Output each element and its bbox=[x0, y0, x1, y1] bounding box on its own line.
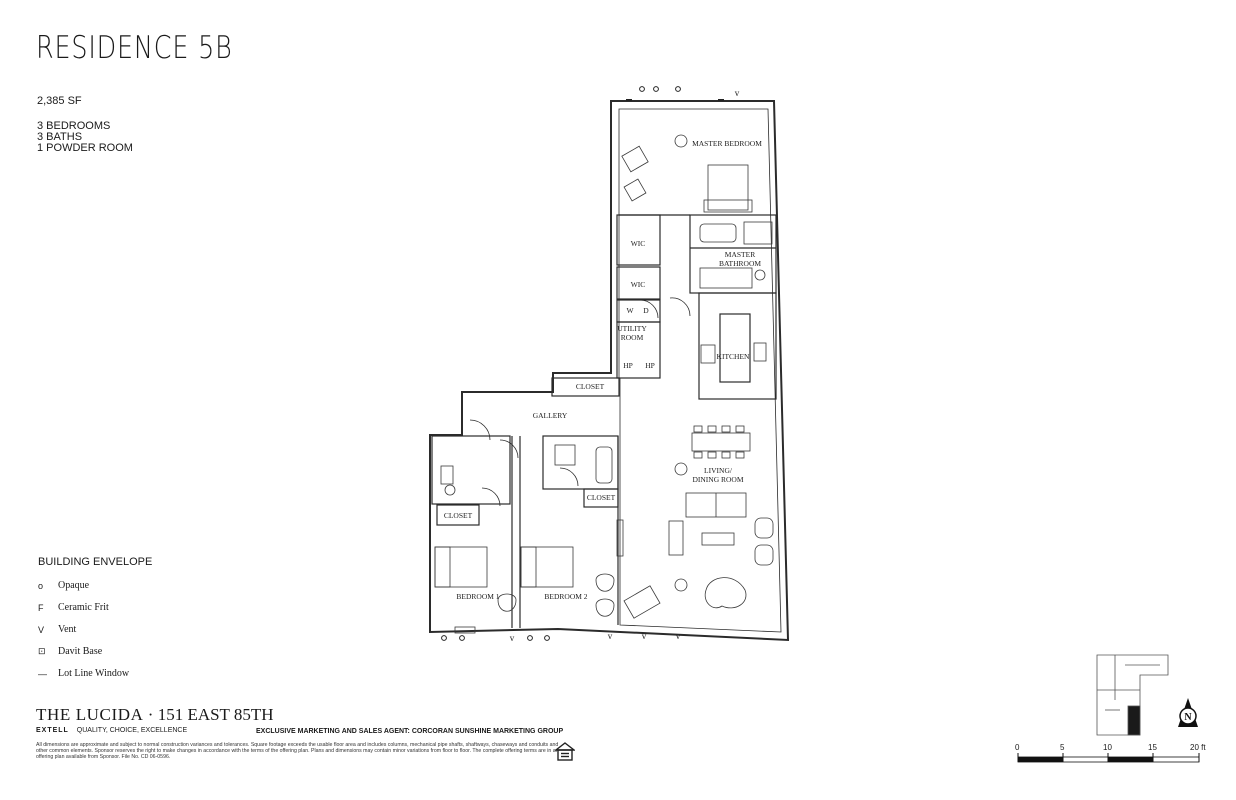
residence-title: RESIDENCE 5B bbox=[36, 30, 233, 66]
opaque-marker bbox=[441, 635, 447, 641]
brand-address: 151 EAST 85TH bbox=[157, 705, 274, 724]
exterior-wall bbox=[429, 100, 790, 642]
key-plan bbox=[1096, 654, 1169, 736]
utility-room bbox=[616, 321, 661, 379]
bed-1 bbox=[434, 546, 488, 588]
opaque-marker bbox=[675, 86, 681, 92]
lot-line-window-icon: — bbox=[38, 668, 47, 679]
opaque-marker bbox=[653, 86, 659, 92]
room-label-closet-bedroom2: CLOSET bbox=[587, 493, 616, 502]
room-label-kitchen: KITCHEN bbox=[717, 352, 750, 361]
room-label-master-bath-1: MASTER bbox=[725, 250, 755, 259]
room-label-master-bath-2: BATHROOM bbox=[719, 259, 761, 268]
room-label-master-bedroom: MASTER BEDROOM bbox=[692, 139, 762, 148]
legend-item: ⊡ Davit Base bbox=[38, 646, 102, 657]
dining-table bbox=[691, 432, 751, 452]
legend-item: F Ceramic Frit bbox=[38, 602, 109, 613]
room-label-bedroom-2: BEDROOM 2 bbox=[544, 592, 587, 601]
opaque-marker bbox=[639, 86, 645, 92]
opaque-icon: o bbox=[38, 580, 44, 591]
closet-gallery-room bbox=[551, 377, 620, 397]
scale-bar bbox=[1017, 753, 1200, 763]
davit-base-icon: ⊡ bbox=[38, 646, 46, 656]
svg-text:N: N bbox=[1184, 712, 1192, 723]
room-label-living-1: LIVING/ bbox=[704, 466, 733, 475]
room-label-hp-2: HP bbox=[645, 361, 655, 370]
legend-item: — Lot Line Window bbox=[38, 668, 129, 679]
key-plan-highlight bbox=[1127, 705, 1141, 736]
legend-title: BUILDING ENVELOPE bbox=[38, 556, 153, 568]
closet-bedroom1-room bbox=[436, 504, 480, 526]
room-label-closet-gallery: CLOSET bbox=[576, 382, 605, 391]
legend-label: Ceramic Frit bbox=[58, 602, 109, 613]
vent-marker: v bbox=[676, 631, 681, 641]
legend-label: Davit Base bbox=[58, 646, 103, 657]
kitchen-room bbox=[698, 292, 777, 400]
room-label-living-2: DINING ROOM bbox=[692, 475, 743, 484]
legend-item: o Opaque bbox=[38, 580, 89, 591]
vent-marker: v bbox=[510, 633, 515, 643]
developer-name: EXTELL bbox=[36, 727, 69, 734]
ceramic-frit-icon: F bbox=[38, 602, 44, 613]
furniture bbox=[434, 134, 774, 634]
room-label-hp-1: HP bbox=[623, 361, 633, 370]
compass-icon: N bbox=[1178, 698, 1198, 727]
scale-labels: 0 5 10 15 20 ft bbox=[0, 743, 1236, 755]
vent-marker: v bbox=[642, 631, 647, 641]
brand-logo: THE LUCIDA · 151 EAST 85TH bbox=[36, 705, 274, 724]
scale-label: 5 bbox=[1060, 743, 1065, 752]
room-label-wic-1: WIC bbox=[631, 239, 646, 248]
vent-marker: v bbox=[735, 88, 740, 98]
master-tub bbox=[699, 223, 737, 243]
bath-bedroom2 bbox=[542, 435, 619, 490]
plan-walls bbox=[429, 100, 790, 642]
bath-count: 3 BATHS bbox=[37, 131, 83, 143]
legend-label: Lot Line Window bbox=[58, 668, 130, 679]
bedroom-count: 3 BEDROOMS bbox=[37, 120, 111, 132]
scale-label: 10 bbox=[1103, 743, 1112, 752]
scale-label: 15 bbox=[1148, 743, 1157, 752]
master-bed bbox=[707, 164, 749, 211]
developer-tagline: QUALITY, CHOICE, EXCELLENCE bbox=[76, 727, 188, 734]
equal-housing-icon bbox=[555, 742, 575, 761]
wic-room-2 bbox=[616, 266, 661, 300]
opaque-marker bbox=[544, 635, 550, 641]
wic-room-1 bbox=[616, 214, 661, 266]
vent-icon: V bbox=[38, 624, 45, 635]
sales-agent: EXCLUSIVE MARKETING AND SALES AGENT: COR… bbox=[256, 728, 564, 735]
legend-label: Opaque bbox=[58, 580, 90, 591]
brand-name: THE LUCIDA bbox=[36, 705, 144, 724]
bed-2 bbox=[520, 546, 574, 588]
scale-label: 20 ft bbox=[1190, 743, 1206, 752]
room-label-utility-2: ROOM bbox=[621, 333, 644, 342]
area: 2,385 SF bbox=[37, 95, 82, 107]
room-counts: 3 BEDROOMS 3 BATHS 1 POWDER ROOM bbox=[37, 121, 133, 154]
opaque-marker bbox=[459, 635, 465, 641]
piano bbox=[704, 577, 747, 609]
room-label-gallery: GALLERY bbox=[533, 411, 568, 420]
opaque-marker bbox=[527, 635, 533, 641]
scale-label: 0 bbox=[1015, 743, 1020, 752]
vent-marker: v bbox=[608, 631, 613, 641]
room-label-closet-bedroom1: CLOSET bbox=[444, 511, 473, 520]
room-label-wic-2: WIC bbox=[631, 280, 646, 289]
room-label-bedroom-1: BEDROOM 1 bbox=[456, 592, 499, 601]
room-label-dryer: D bbox=[643, 306, 649, 315]
bath-bedroom1 bbox=[431, 435, 511, 505]
legend-label: Vent bbox=[58, 624, 77, 635]
legend-item: V Vent bbox=[38, 624, 76, 635]
developer-line: EXTELL QUALITY, CHOICE, EXCELLENCE bbox=[36, 727, 187, 734]
powder-room-count: 1 POWDER ROOM bbox=[37, 142, 133, 154]
disclaimer: All dimensions are approximate and subje… bbox=[36, 742, 559, 761]
room-label-utility-1: UTILITY bbox=[617, 324, 647, 333]
room-label-washer: W bbox=[626, 306, 634, 315]
laundry-room bbox=[616, 299, 661, 323]
